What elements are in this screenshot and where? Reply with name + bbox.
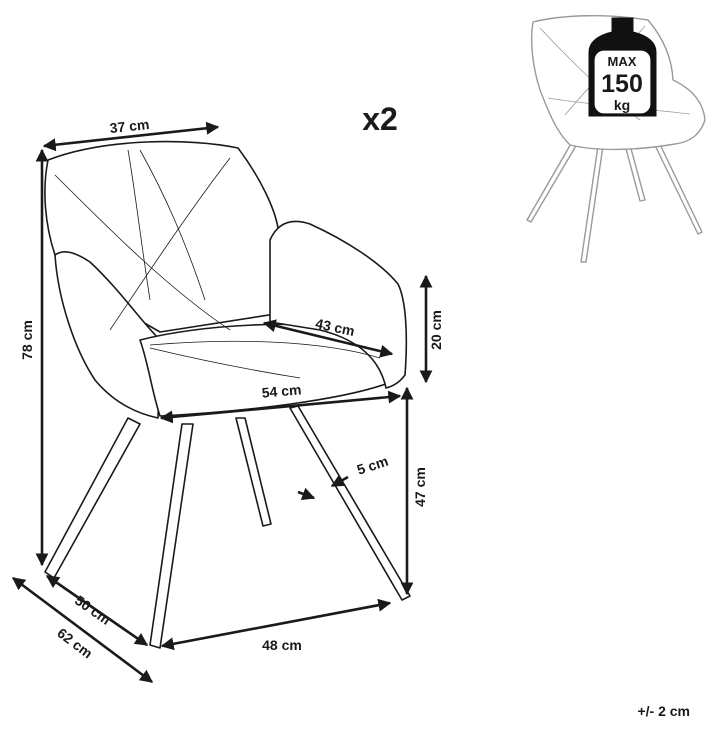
chair-left-arm [54,251,161,419]
label-seat-width: 54 cm [261,381,302,400]
label-width-base: 48 cm [262,637,302,653]
dim-line-leg-thickness-a [297,487,316,500]
dim-line-seat-width [159,390,402,424]
mini-leg [580,145,604,263]
quantity-label: x2 [362,101,398,137]
dimension-lines [11,121,433,684]
max-load-illustration: MAX 150 kg [526,15,706,263]
dim-line-width-base [160,598,392,651]
seat-seam [149,347,301,379]
dim-line-depth-total [11,576,154,684]
label-leg-thickness: 5 cm [355,453,390,478]
chair-shell [44,140,408,419]
max-load-line3: kg [614,97,630,113]
chair-drawing [44,140,411,649]
backrest-quilt-seam [139,149,206,301]
max-load-line2: 150 [601,70,643,98]
leg-back-right [289,405,411,601]
label-depth-total: 62 cm [54,625,95,662]
chair-legs [44,405,411,649]
dim-line-seat-depth [262,319,394,358]
label-armrest-height: 20 cm [428,310,444,350]
backrest-quilt-seam [109,157,231,331]
backrest-quilt-seam [127,149,151,301]
tolerance-note: +/- 2 cm [637,703,690,719]
mini-leg [649,133,703,235]
label-total-height: 78 cm [19,320,35,360]
dim-line-leg-thickness-b [330,474,349,488]
label-seat-height: 47 cm [412,467,428,507]
leg-front-right [149,423,194,649]
leg-back-left [235,417,272,527]
weight-label-panel [593,49,652,115]
label-depth-base: 50 cm [72,592,114,628]
dim-line-back-width [42,121,220,152]
mini-leg [526,141,578,223]
mini-leg [624,144,646,202]
backrest-quilt-seam [54,174,231,331]
label-back-width: 37 cm [109,116,150,136]
max-load-line1: MAX [608,54,637,69]
leg-front-left [44,417,141,579]
